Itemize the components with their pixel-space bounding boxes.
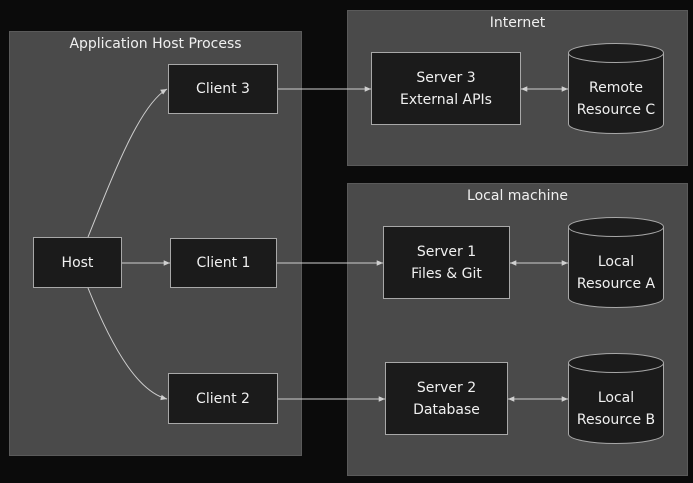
server-2-subtitle: Database bbox=[413, 401, 480, 418]
local-resource-b-label: Local Resource B bbox=[576, 390, 656, 428]
app-host-process-title: Application Host Process bbox=[69, 36, 242, 52]
server-3-subtitle: External APIs bbox=[400, 91, 492, 108]
cylinder-shape bbox=[568, 43, 664, 134]
host-label: Host bbox=[61, 254, 94, 271]
local-resource-b-cylinder: Local Resource B bbox=[568, 353, 664, 444]
server-1-node: Server 1 Files & Git bbox=[383, 226, 510, 299]
client-1-node: Client 1 bbox=[170, 238, 277, 288]
remote-resource-c-cylinder: Remote Resource C bbox=[568, 43, 664, 134]
internet-title: Internet bbox=[489, 15, 546, 31]
edge-host-client3 bbox=[87, 88, 168, 238]
cylinder-shape bbox=[568, 217, 664, 308]
remote-resource-c-label: Remote Resource C bbox=[576, 80, 656, 118]
server-2-title: Server 2 bbox=[416, 379, 477, 396]
local-resource-a-cylinder: Local Resource A bbox=[568, 217, 664, 308]
client-3-node: Client 3 bbox=[168, 64, 278, 114]
host-node: Host bbox=[33, 237, 122, 288]
server-3-node: Server 3 External APIs bbox=[371, 52, 521, 125]
server-3-title: Server 3 bbox=[416, 69, 476, 86]
server-1-title: Server 1 bbox=[416, 243, 477, 260]
server-2-node: Server 2 Database bbox=[385, 362, 508, 435]
server-1-subtitle: Files & Git bbox=[411, 265, 482, 282]
cylinder-shape bbox=[568, 353, 664, 444]
client-3-label: Client 3 bbox=[196, 81, 250, 97]
local-machine-title: Local machine bbox=[467, 188, 568, 204]
local-resource-a-label: Local Resource A bbox=[576, 254, 656, 292]
client-2-node: Client 2 bbox=[168, 373, 278, 424]
edge-host-client2 bbox=[87, 287, 168, 401]
client-1-label: Client 1 bbox=[196, 255, 251, 271]
client-2-label: Client 2 bbox=[196, 390, 250, 407]
